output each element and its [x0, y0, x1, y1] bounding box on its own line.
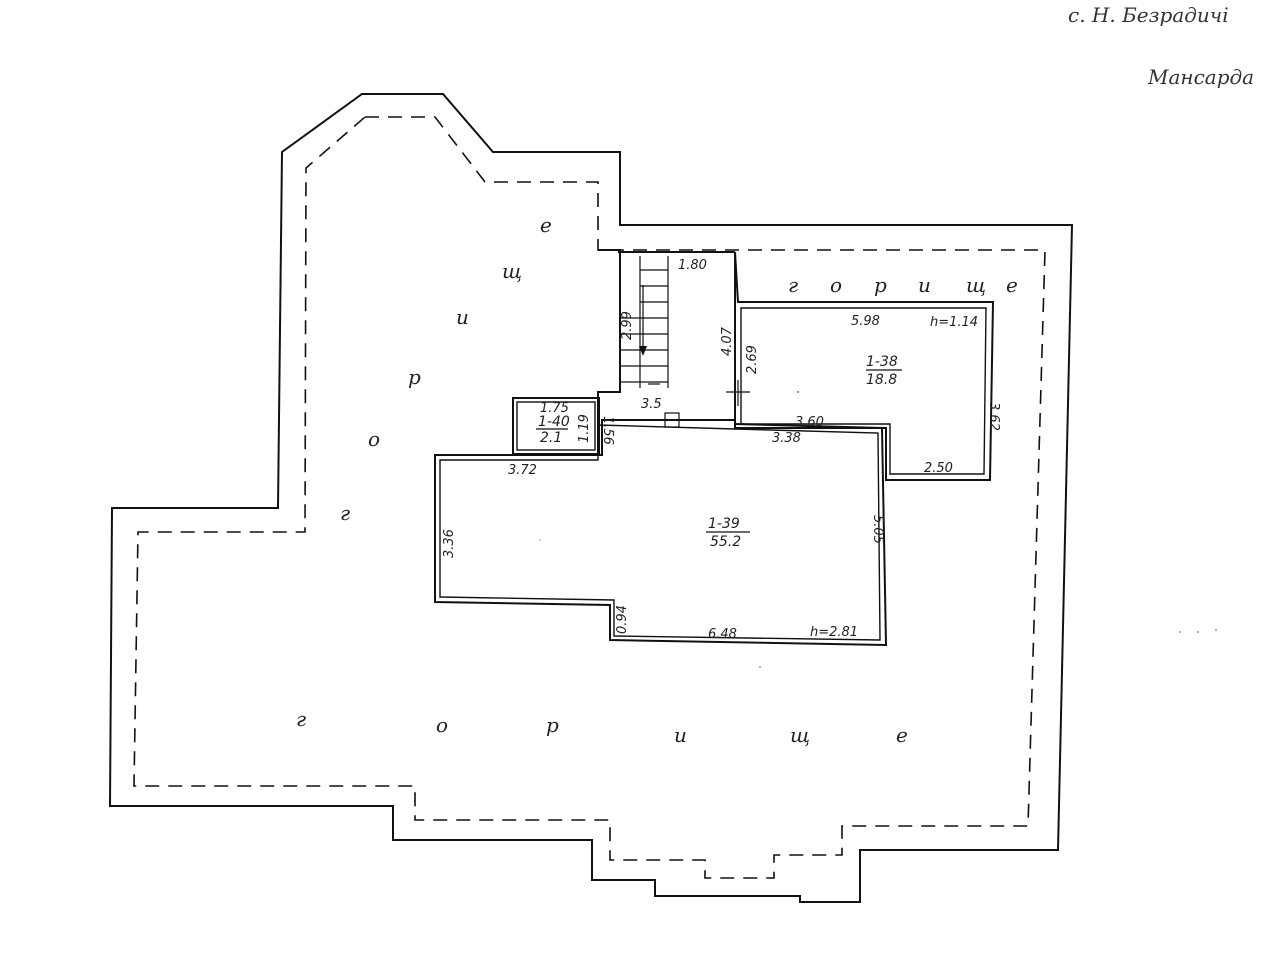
svg-text:о: о: [368, 427, 380, 451]
dim-main-notch: 0.94: [615, 605, 630, 634]
svg-text:р: р: [874, 273, 887, 297]
room-1-38: [726, 251, 995, 481]
building-outline: [108, 93, 1074, 903]
staircase: [597, 249, 735, 455]
village-title: с. Н. Безрадичі: [1068, 3, 1229, 27]
dim-main-right: 5.05: [870, 515, 885, 544]
floor-title: Мансарда: [1147, 65, 1254, 89]
svg-text:о: о: [830, 273, 842, 297]
room-1-39-height: h=2.81: [810, 625, 858, 640]
svg-text:г: г: [340, 501, 350, 525]
scan-specks: [539, 390, 1217, 668]
dim-east-left-outer: 4.07: [720, 326, 735, 356]
svg-text:и: и: [456, 305, 469, 329]
dim-small-top: 1.75: [540, 401, 569, 416]
room-1-40-number: 1-40: [538, 414, 570, 430]
room-1-40-area: 2.1: [540, 430, 562, 446]
svg-text:р: р: [408, 365, 421, 389]
dim-main-top-left: 3.72: [508, 463, 537, 478]
room-1-38-number: 1-38: [866, 354, 898, 370]
room-1-39-area: 55.2: [710, 534, 741, 550]
room-1-39: [434, 419, 888, 647]
dim-stair-landing: 3.5: [641, 397, 662, 412]
svg-text:е: е: [896, 723, 908, 747]
svg-text:о: о: [436, 713, 448, 737]
svg-text:г: г: [296, 707, 306, 731]
svg-text:р: р: [546, 713, 559, 737]
attic-label-south: г о р и щ е: [296, 707, 908, 747]
dim-east-top: 5.98: [851, 314, 880, 329]
room-1-38-height: h=1.14: [930, 315, 978, 330]
dim-main-top-right: 3.38: [772, 431, 801, 446]
svg-text:щ: щ: [966, 273, 986, 297]
dim-main-left: 3.36: [442, 529, 457, 558]
attic-label-north: г о р и щ е: [788, 273, 1018, 297]
dim-east-bottom-inner: 3.60: [795, 415, 824, 430]
dim-corridor: 1.56: [600, 416, 615, 445]
svg-text:е: е: [1006, 273, 1018, 297]
dim-stair-length: 2.99: [620, 311, 635, 340]
svg-text:е: е: [540, 213, 552, 237]
svg-text:г: г: [788, 273, 798, 297]
dim-east-bottom-right: 2.50: [924, 461, 953, 476]
dim-small-right: 1.19: [577, 414, 592, 443]
attic-label-west: г о р и щ е: [340, 213, 552, 525]
dim-main-bottom: 6.48: [708, 627, 737, 642]
attic-boundary: [133, 116, 1046, 879]
dim-stair-width: 1.80: [678, 258, 707, 273]
svg-text:и: и: [674, 723, 687, 747]
svg-text:щ: щ: [790, 723, 810, 747]
dim-east-right: 3.62: [986, 402, 1001, 431]
room-1-39-number: 1-39: [708, 516, 740, 532]
svg-text:щ: щ: [502, 259, 522, 283]
room-1-38-area: 18.8: [866, 372, 897, 388]
dim-east-left-inner: 2.69: [745, 345, 760, 374]
svg-text:и: и: [918, 273, 931, 297]
